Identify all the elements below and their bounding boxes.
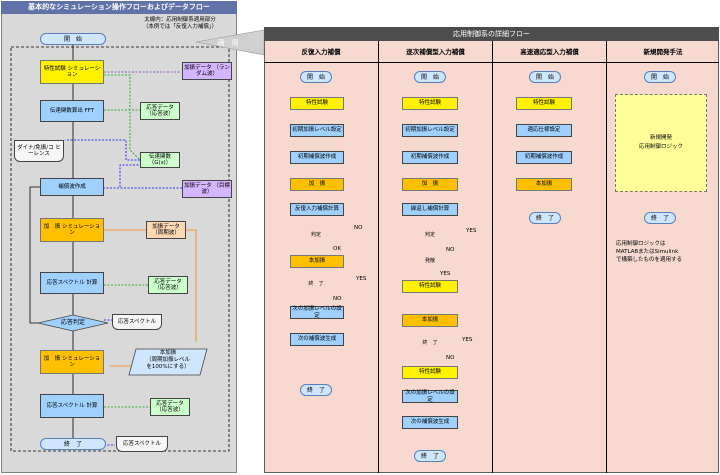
c2-next-comp: 次の補償波生成	[402, 416, 458, 429]
col-header-2: 逐次補償型入力補償	[379, 41, 493, 63]
c2-label-no1: NO	[446, 247, 455, 253]
c3-adapt-set: 適応仕様設定	[516, 124, 572, 137]
c1-full-vib: 本加振	[290, 255, 344, 268]
left-panel-title: 基本的なシミュレーション操作フローおよびデータフロー	[1, 1, 237, 14]
c1-label-ok: OK	[333, 246, 341, 252]
c1-next-comp: 次の補償波生成	[290, 333, 344, 346]
end-node: 終 了	[40, 438, 106, 450]
c2-init-level: 初期加振レベル設定	[402, 124, 458, 137]
target-data: 加振データ （目標波）	[182, 180, 232, 198]
c2-char-test: 特性試験	[402, 97, 458, 110]
col-header-1: 反復入力補償	[264, 41, 379, 63]
c4-new-logic: 新規開発 応用制御ロジック	[615, 94, 707, 192]
c1-label-yes: YES	[356, 276, 367, 282]
c1-judge: 判定	[310, 232, 321, 238]
apply-label: 適 用	[217, 39, 239, 47]
c2-diverge: 発散	[424, 258, 435, 264]
c2-char-test-2: 特性試験	[402, 280, 458, 293]
c2-judge: 判定	[424, 232, 435, 238]
c3-char-test: 特性試験	[516, 97, 572, 110]
c1-iter-calc: 反復入力補償計算	[290, 203, 344, 216]
c2-init-comp: 初期補償波作成	[402, 151, 458, 164]
c2-label-no2: NO	[446, 355, 455, 361]
c1-start: 開 始	[300, 71, 332, 83]
right-panel-title: 応用制御系の詳細フロー	[264, 27, 719, 41]
col-header-4: 新規開発手法	[607, 41, 719, 63]
coherence-doc: ダイナ/免振/コ ヒーレンス	[14, 140, 64, 162]
resp-judge-diamond	[37, 314, 109, 332]
col-1	[264, 63, 379, 473]
c2-label-yes1: YES	[466, 228, 477, 234]
c1-label-no2: NO	[333, 296, 342, 302]
c2-label-yes3: YES	[462, 337, 473, 343]
c1-init-level: 初期加振レベル設定	[290, 124, 344, 137]
resp-data-1: 応答データ （応答波）	[140, 102, 180, 120]
c3-init-comp: 初期補償波作成	[516, 151, 572, 164]
c1-vib: 加 振	[290, 178, 344, 191]
resp-data-2: 応答データ （応答波）	[148, 276, 188, 294]
c4-note: 応用制御ロジックは MATLABまたはSimulink で構築したものを適用する	[616, 241, 683, 263]
c2-start: 開 始	[414, 71, 446, 83]
c1-end: 終 了	[300, 384, 332, 396]
col-3	[493, 63, 607, 473]
col-2	[379, 63, 493, 473]
c1-next-level: 次の加振レベルの設定	[290, 306, 344, 319]
c2-label-yes2: YES	[440, 271, 451, 277]
tf-data: 伝達関数 （G(s)）	[140, 152, 180, 168]
c2-next-level: 次の加振レベルの設定	[402, 390, 458, 403]
c3-start: 開 始	[529, 71, 561, 83]
c1-init-comp: 初期補償波作成	[290, 151, 344, 164]
c2-end: 終 了	[414, 450, 446, 462]
apply-note: 太線内：応用制御系適用部分 （本例では「反復入力補償」）	[142, 17, 218, 30]
tf-calc: 伝達関数算出 FFT	[40, 100, 104, 122]
resp-judge-label: 応答判定	[60, 319, 85, 326]
resp-spec-doc-2: 応答スペクトル	[116, 436, 168, 452]
c3-full-vib: 本加振	[516, 178, 572, 191]
c2-full-vib: 本加振	[402, 314, 458, 327]
c3-end: 終 了	[529, 212, 561, 224]
c2-iter-calc: 繰返し補償計算	[402, 203, 458, 216]
c2-end-judge: 終 了	[422, 340, 438, 346]
c1-char-test: 特性試験	[290, 97, 344, 110]
start-node: 開 始	[40, 33, 106, 45]
full-vib-sim: 加 振 シミュレーション	[40, 350, 104, 374]
resp-spec-calc: 応答スペクトル 計算	[40, 272, 104, 294]
full-vib-data: 本加振 （周期加振レベル を100%にする）	[128, 348, 208, 376]
c2-vib: 加 振	[402, 178, 458, 191]
col-header-3: 高速適応型入力補償	[493, 41, 607, 63]
correction-wave: 補償波作成	[40, 178, 104, 196]
resp-data-3: 応答データ （応答波）	[150, 398, 190, 416]
c4-start: 開 始	[644, 71, 676, 83]
vib-sim: 加 振 シミュレーション	[40, 218, 104, 242]
char-test-sim: 特性試験 シミュレーション	[40, 60, 104, 84]
resp-spec-doc: 応答スペクトル	[112, 314, 162, 330]
c1-end-judge: 終 了	[308, 281, 324, 287]
c4-end: 終 了	[644, 212, 676, 224]
c2-char-test-3: 特性試験	[402, 366, 458, 379]
c1-label-no1: NO	[354, 225, 363, 231]
vib-data: 加振データ （周期波）	[146, 221, 186, 239]
random-data: 加振データ （ランダム波）	[182, 62, 232, 80]
resp-spec-calc2: 応答スペクトル 計算	[40, 394, 104, 418]
